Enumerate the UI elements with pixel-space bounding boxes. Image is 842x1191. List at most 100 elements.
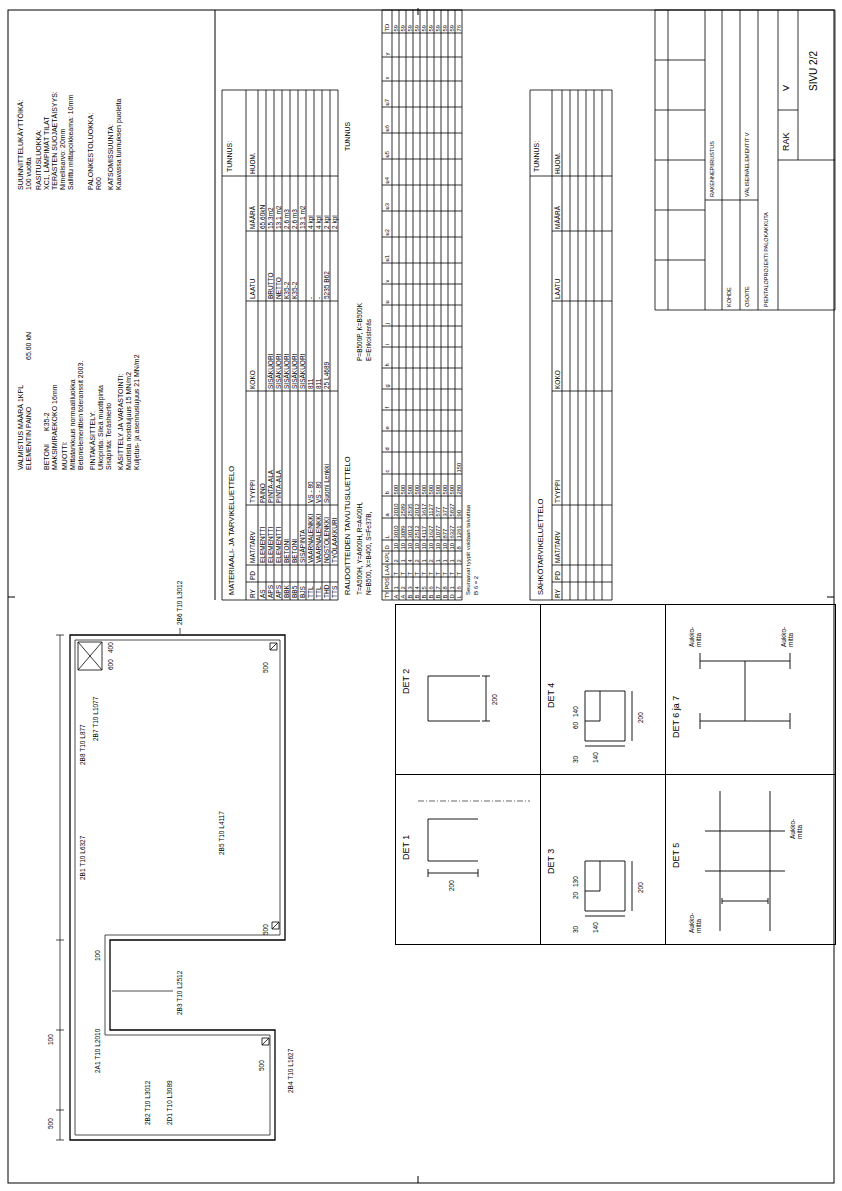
note-text: KÄSITTELY JA VARASTOINTI: bbox=[117, 373, 125, 470]
table-cell: 5 bbox=[421, 586, 427, 589]
table-title: MATERIAALI- JA TARVIKELUETTELO bbox=[228, 466, 236, 595]
table-cell: 59 bbox=[435, 25, 441, 31]
table-cell: - bbox=[307, 297, 314, 299]
rebar-callout: 100 bbox=[47, 1034, 54, 1045]
table-header: a bbox=[384, 513, 390, 516]
lifting-recess bbox=[78, 642, 102, 670]
table-cell: 2 bbox=[428, 559, 434, 562]
table-cell: 811 bbox=[307, 379, 314, 389]
table-cell: K35-2 bbox=[283, 282, 290, 299]
note-text: 100 vuotta bbox=[25, 157, 33, 190]
table-header: MAT/TARV bbox=[249, 531, 256, 563]
table-cell: 10 bbox=[393, 543, 399, 549]
table-cell: TTL bbox=[315, 586, 322, 598]
table-cell: B bbox=[442, 595, 448, 599]
table-title: SÄHKÖTARVIKELUETTELO bbox=[537, 499, 545, 595]
note-text: SUUNNITTELUKÄYTTÖIKÄ: bbox=[17, 100, 25, 190]
title-block-text: VÄLISEINÄELEMENTIT V bbox=[744, 133, 750, 197]
table-cell: 8 bbox=[442, 586, 448, 589]
table-cell: 1 bbox=[449, 559, 455, 562]
note-text: PALONKESTOLUOKKA: bbox=[87, 113, 95, 190]
table-cell: 500 bbox=[421, 485, 427, 495]
table-cell: 577 bbox=[435, 507, 441, 517]
table-cell: 500 bbox=[449, 485, 455, 495]
table-cell: 500 bbox=[407, 485, 413, 495]
table-header: LAATU bbox=[249, 279, 256, 299]
table-cell: 2 bbox=[400, 586, 406, 589]
detail-title: DET 6 ja 7 bbox=[672, 696, 682, 738]
table-cell: 1 bbox=[435, 559, 441, 562]
rebar-callout: 100 bbox=[94, 950, 101, 961]
rebar-line bbox=[75, 640, 280, 1135]
table-header: MÄÄRÄ bbox=[554, 206, 561, 229]
table-header: HUOM. bbox=[554, 152, 561, 174]
dimension-text: 30 bbox=[572, 756, 579, 763]
table-cell: 500 bbox=[400, 485, 406, 495]
table-cell: 877 bbox=[442, 529, 448, 539]
rebar-callout: 400 bbox=[107, 642, 114, 653]
table-cell: A bbox=[400, 595, 406, 599]
table-cell: 500 bbox=[442, 485, 448, 495]
table-header: u3 bbox=[384, 203, 390, 209]
table-cell: ELEMENTTI bbox=[275, 527, 282, 563]
table-header: D bbox=[384, 545, 390, 549]
note-text: R60 bbox=[95, 177, 103, 190]
table-cell: 65.60kN bbox=[259, 205, 266, 229]
note-text: 65.60 kN bbox=[25, 332, 33, 360]
table-cell: 2 bbox=[456, 559, 462, 562]
dimension-text: 20 bbox=[572, 892, 579, 899]
table-grid bbox=[222, 90, 338, 600]
table-cell: 59 bbox=[400, 25, 406, 31]
table-cell: D bbox=[449, 594, 455, 598]
table-cell: T bbox=[428, 572, 434, 576]
detail-title: DET 4 bbox=[547, 683, 557, 708]
table-header: u5 bbox=[384, 151, 390, 157]
table-header: y bbox=[384, 53, 390, 56]
table-cell: 150 bbox=[456, 463, 462, 473]
table-cell: 2 kpl bbox=[331, 215, 338, 229]
table-header: L bbox=[384, 535, 390, 538]
table-cell: TYÖLAAKKURI bbox=[331, 517, 338, 563]
table-cell: 59 bbox=[442, 25, 448, 31]
table-cell: SISÄKUORI bbox=[283, 354, 290, 389]
table-cell: T bbox=[393, 572, 399, 576]
table-cell: B bbox=[407, 595, 413, 599]
table-header: u1 bbox=[384, 255, 390, 261]
table-cell: 500 bbox=[435, 485, 441, 495]
table-cell: 6 bbox=[428, 586, 434, 589]
table-title: TUNNUS: bbox=[226, 141, 234, 172]
table-cell: 2 kpl bbox=[323, 215, 330, 229]
table-header: v bbox=[384, 280, 390, 283]
table-cell: VAARNALENKKI bbox=[307, 514, 314, 563]
table-header: c bbox=[384, 470, 390, 473]
rebar-callout: 500 bbox=[258, 1060, 265, 1071]
table-cell: 377 bbox=[442, 507, 448, 517]
sheet-frame bbox=[8, 10, 834, 1183]
table-header: u bbox=[384, 300, 390, 303]
note-text: Betonielementtien toleranssit 2003. bbox=[77, 361, 85, 470]
dimension-text: 30 bbox=[572, 926, 579, 933]
table-cell: 3089 bbox=[400, 526, 406, 539]
table-cell: 2.6 m3 bbox=[283, 209, 290, 229]
table-cell: APS bbox=[275, 585, 282, 598]
table-header: LAA bbox=[384, 565, 390, 576]
table-cell: 10 bbox=[449, 543, 455, 549]
table-cell: 6 bbox=[456, 586, 462, 589]
table-header: RY bbox=[554, 589, 561, 598]
table-cell: 13.1 m2 bbox=[275, 206, 282, 230]
table-cell: BJS bbox=[299, 586, 306, 598]
table-cell: T bbox=[435, 572, 441, 576]
note-text: Ulkopinta: Sileä muottipinta bbox=[97, 385, 105, 470]
table-cell: 25 L4689 bbox=[323, 362, 330, 389]
table-cell: 1 bbox=[449, 586, 455, 589]
rebar-callout: 2B2 T10 L3012 bbox=[144, 1081, 151, 1125]
table-header: TD bbox=[384, 24, 390, 32]
table-cell: BRUTTO bbox=[267, 272, 274, 299]
rebar-callout: 2B8 T10 L877 bbox=[79, 724, 86, 765]
anchor-symbol bbox=[262, 643, 279, 1045]
table-cell: 59 bbox=[449, 25, 455, 31]
table-cell: BBK bbox=[283, 585, 290, 598]
dimension-text: Aukko- mitta bbox=[789, 807, 803, 839]
table-cell: L bbox=[456, 595, 462, 598]
table-cell: 1 bbox=[421, 559, 427, 562]
